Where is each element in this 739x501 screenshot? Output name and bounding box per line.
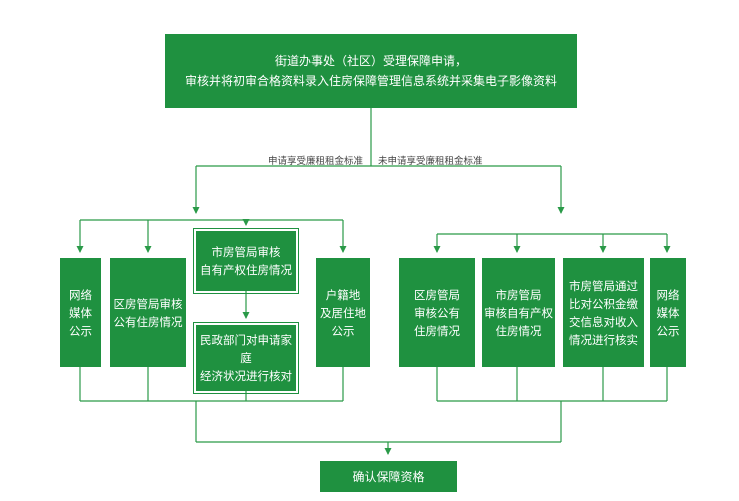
- intake-review-line1: 街道办事处（社区）受理保障申请，: [274, 54, 467, 68]
- left-city-housing-box: 市房管局审核 自有产权住房情况: [193, 228, 299, 294]
- left-network-media-box: 网络 媒体 公示: [60, 258, 101, 367]
- branch-label-right: 未申请享受廉租租金标准: [378, 156, 483, 167]
- right-network-media-label: 网络 媒体 公示: [656, 287, 680, 338]
- civil-affairs-label: 民政部门对申请家庭 经济状况进行核对: [200, 333, 292, 383]
- intake-review-line2: 审核并将初审合格资料录入住房保障管理信息系统并采集电子影像资料: [184, 74, 557, 88]
- left-district-housing-box: 区房管局审核 公有住房情况: [110, 258, 186, 367]
- right-network-media-box: 网络 媒体 公示: [650, 258, 686, 367]
- left-network-media-label: 网络 媒体 公示: [69, 287, 92, 338]
- household-registry-label: 户籍地 及居住地 公示: [320, 287, 366, 338]
- right-district-housing-box: 区房管局 审核公有 住房情况: [399, 258, 475, 367]
- civil-affairs-box: 民政部门对申请家庭 经济状况进行核对: [193, 322, 299, 394]
- branch-label-left: 申请享受廉租租金标准: [268, 156, 364, 167]
- provident-fund-box: 市房管局通过 比对公积金缴 交信息对收入 情况进行核实: [563, 258, 644, 367]
- left-city-housing-label: 市房管局审核 自有产权住房情况: [200, 245, 292, 277]
- right-city-housing-box: 市房管局 审核自有产权 住房情况: [482, 258, 555, 367]
- right-district-housing-label: 区房管局 审核公有 住房情况: [414, 287, 460, 338]
- confirm-eligibility-box: 确认保障资格: [320, 461, 457, 492]
- intake-review-box: 街道办事处（社区）受理保障申请， 审核并将初审合格资料录入住房保障管理信息系统并…: [165, 34, 577, 108]
- confirm-eligibility-label: 确认保障资格: [352, 469, 425, 484]
- right-city-housing-label: 市房管局 审核自有产权 住房情况: [484, 287, 553, 338]
- household-registry-box: 户籍地 及居住地 公示: [316, 258, 370, 367]
- provident-fund-label: 市房管局通过 比对公积金缴 交信息对收入 情况进行核实: [569, 278, 638, 347]
- left-district-housing-label: 区房管局审核 公有住房情况: [113, 296, 183, 329]
